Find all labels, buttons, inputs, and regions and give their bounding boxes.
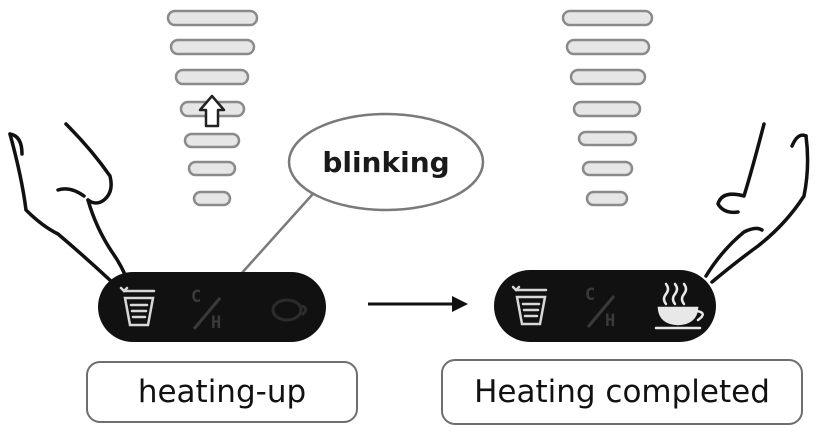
right-arrow-icon — [368, 296, 468, 312]
temp-bar — [166, 9, 259, 27]
heating-completed-label-text: Heating completed — [474, 374, 770, 410]
cold-hot-switch-icon[interactable]: C H — [191, 287, 221, 333]
cold-hot-switch-icon[interactable]: C H — [585, 285, 615, 331]
arrow-up-icon — [198, 94, 226, 128]
temp-bar — [565, 38, 651, 56]
water-level-icon[interactable] — [119, 286, 156, 327]
callout-text: blinking — [322, 146, 449, 179]
switch-top-letter: C — [191, 287, 201, 307]
callout-bubble — [287, 112, 485, 212]
switch-top-letter: C — [585, 285, 595, 305]
heating-up-label-text: heating-up — [137, 374, 307, 410]
hand-pointer-icon — [704, 122, 810, 284]
coffee-cup-icon[interactable] — [654, 282, 704, 330]
blinking-callout: blinking — [229, 112, 485, 287]
control-panel-left: C H — [98, 272, 326, 342]
temp-bar — [174, 68, 250, 86]
temperature-bars-right — [561, 9, 654, 207]
temp-bar — [581, 160, 634, 177]
temp-bar — [192, 190, 232, 207]
temp-bar — [187, 160, 237, 177]
temp-bar — [561, 9, 654, 27]
temp-bar — [572, 100, 642, 118]
temp-bar — [577, 130, 638, 147]
temp-bar — [585, 190, 629, 207]
control-panel-right: C H — [494, 270, 716, 342]
coffee-cup-icon[interactable] — [271, 298, 308, 322]
temp-bar — [569, 68, 647, 86]
hand-pointer-icon — [8, 122, 130, 284]
switch-bottom-letter: H — [605, 311, 615, 331]
switch-bottom-letter: H — [211, 313, 221, 333]
temp-bar — [169, 38, 256, 56]
heating-completed-label: Heating completed — [441, 359, 803, 425]
temp-bar — [183, 132, 241, 149]
water-level-icon[interactable] — [511, 285, 548, 326]
heating-up-label: heating-up — [86, 361, 358, 423]
temperature-bars-left — [166, 9, 259, 207]
